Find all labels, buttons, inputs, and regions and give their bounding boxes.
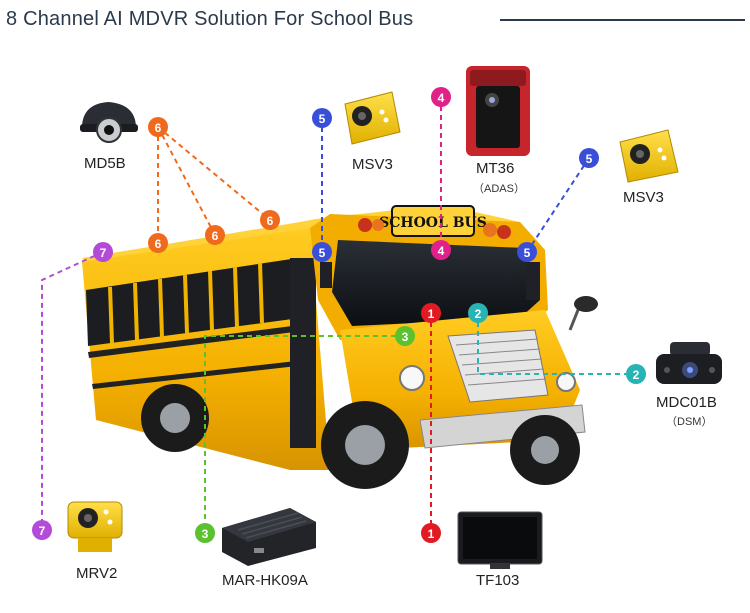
marker-ch4-top: 4 — [431, 87, 451, 107]
marker-ch3-bus: 3 — [395, 326, 415, 346]
label-mrv2: MRV2 — [76, 565, 118, 582]
marker-label: 6 — [155, 121, 162, 135]
marker-label: 6 — [212, 229, 219, 243]
label-mt36-sub: （ADAS） — [473, 183, 525, 195]
line-ch6-c — [157, 126, 271, 221]
marker-label: 5 — [524, 246, 531, 260]
right-mirror — [526, 262, 540, 300]
label-msv3-right: MSV3 — [623, 189, 664, 206]
marker-label: 4 — [438, 244, 445, 258]
marker-label: 7 — [100, 246, 107, 260]
bus-sign-text: SCHOOL BUS — [379, 215, 487, 231]
msv3-right-camera-icon — [619, 129, 679, 183]
marker-label: 2 — [475, 307, 482, 321]
marker-ch1-bus: 1 — [421, 303, 441, 323]
marker-ch1-bottom: 1 — [421, 523, 441, 543]
title-rule — [500, 19, 745, 21]
mrv2-rear-camera-icon — [67, 501, 123, 552]
line-ch7 — [41, 251, 104, 530]
label-mt36: MT36 — [476, 160, 515, 177]
connector-lines — [41, 97, 636, 533]
label-msv3-left: MSV3 — [352, 156, 393, 173]
bus-door — [290, 258, 316, 448]
marker-ch5-left-bus: 5 — [312, 242, 332, 262]
marker-ch6-a: 6 — [148, 233, 168, 253]
label-tf103: TF103 — [476, 572, 520, 589]
msv3-left-camera-icon — [344, 91, 401, 145]
bus-window-band — [86, 258, 300, 346]
marker-ch5-left-top: 5 — [312, 108, 332, 128]
marker-label: 6 — [267, 214, 274, 228]
marker-label: 7 — [39, 524, 46, 538]
marker-ch2-bus: 2 — [468, 303, 488, 323]
md5b-dome-camera-icon — [80, 102, 138, 143]
mdc01b-dsm-camera-icon — [656, 342, 722, 384]
bus-wheels — [141, 384, 580, 489]
tf103-monitor-icon — [457, 511, 543, 569]
marker-label: 5 — [319, 112, 326, 126]
marker-ch5-right-bus: 5 — [517, 242, 537, 262]
label-mdc01b-sub: （DSM） — [666, 416, 713, 428]
mt36-adas-camera-icon — [466, 66, 530, 156]
bus-window-pillars — [108, 262, 264, 344]
line-ch2 — [477, 313, 636, 375]
marker-label: 5 — [586, 152, 593, 166]
bus-sign-plate — [391, 205, 475, 237]
marker-ch6-top: 6 — [148, 117, 168, 137]
label-mdc01b: MDC01B — [656, 394, 717, 411]
marker-label: 5 — [319, 246, 326, 260]
bus-windshield — [332, 240, 540, 326]
label-md5b: MD5B — [84, 155, 126, 172]
bus-grille — [447, 329, 549, 403]
line-ch6-b — [157, 126, 216, 236]
marker-ch6-c: 6 — [260, 210, 280, 230]
marker-ch2-right: 2 — [626, 364, 646, 384]
marker-ch7-bottom: 7 — [32, 520, 52, 540]
marker-label: 3 — [402, 330, 409, 344]
line-ch5-right — [526, 157, 590, 253]
mar-hk09a-mdvr-icon — [222, 508, 316, 566]
marker-ch7-bus: 7 — [93, 242, 113, 262]
page-title: 8 Channel AI MDVR Solution For School Bu… — [6, 8, 414, 30]
left-mirror — [320, 262, 332, 288]
marker-label: 3 — [202, 527, 209, 541]
marker-ch4-bus: 4 — [431, 240, 451, 260]
marker-label: 6 — [155, 237, 162, 251]
channel-markers: 6 6 6 6 5 5 5 5 4 4 7 7 3 3 2 2 1 1 — [32, 87, 646, 543]
marker-label: 2 — [633, 368, 640, 382]
marker-ch6-b: 6 — [205, 225, 225, 245]
marker-label: 1 — [428, 527, 435, 541]
marker-ch3-bottom: 3 — [195, 523, 215, 543]
label-mar-hk09a: MAR-HK09A — [222, 572, 308, 589]
marker-label: 4 — [438, 91, 445, 105]
marker-label: 1 — [428, 307, 435, 321]
line-ch3 — [204, 335, 405, 533]
marker-ch5-right-top: 5 — [579, 148, 599, 168]
